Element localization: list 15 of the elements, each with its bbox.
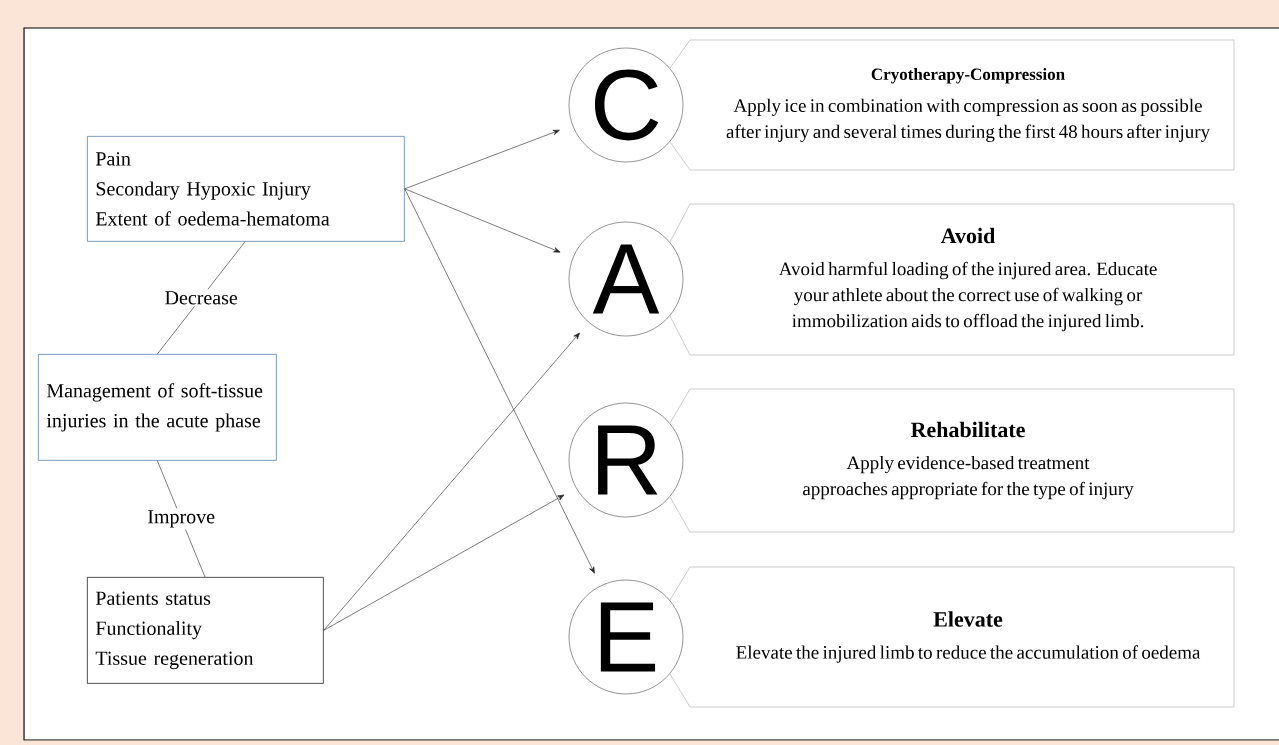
text-box: Pain Secondary Hypoxic Injury Extent of oedema-hematoma xyxy=(87,136,405,242)
arrow xyxy=(323,494,565,631)
text-box: Patients status Functionality Tissue regeneration xyxy=(87,577,324,684)
callout-box: Rehabilitate Apply evidence-based treatment approaches appropriate for the type of injury xyxy=(669,388,1235,533)
callout-box: Cryotherapy-Compression Apply ice in combination with compression as soon as possible after injury and several times during the first 48 hours after injury xyxy=(669,39,1235,171)
callout-box: Avoid Avoid harmful loading of the injured area. Educate your athlete about the correct use of walking or immobilization aids to offload the injured limb. xyxy=(669,203,1235,356)
arrow xyxy=(404,188,595,574)
arrow xyxy=(404,188,561,253)
connector-line xyxy=(157,241,246,355)
callout-box: Elevate Elevate the injured limb to reduce the accumulation of oedema xyxy=(669,566,1235,708)
text-box: Management of soft-tissue injuries in the acute phase xyxy=(38,354,277,461)
edge-label: Improve xyxy=(148,510,215,528)
edge-label: Decrease xyxy=(165,291,238,305)
arrow xyxy=(323,332,580,631)
arrow xyxy=(404,129,560,190)
